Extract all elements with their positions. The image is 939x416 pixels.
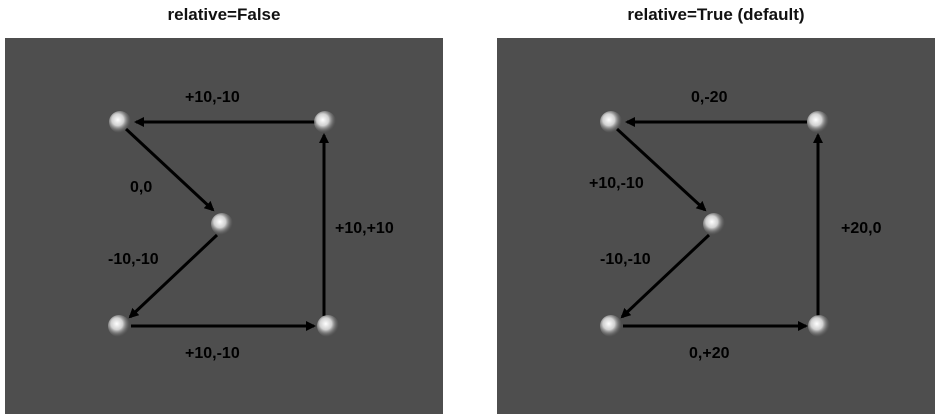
node-middle <box>211 213 233 235</box>
node-top-right <box>807 111 829 133</box>
node-bottom-right <box>317 315 339 337</box>
node-top-left <box>600 111 622 133</box>
arrow-topleft-to-middle <box>615 127 707 212</box>
panel-title-right: relative=True (default) <box>627 5 805 24</box>
panel-title-left: relative=False <box>167 5 281 24</box>
node-bottom-left <box>108 315 130 337</box>
label-top-arrow: 0,-20 <box>691 89 728 106</box>
diagram-canvas-right: 0,-20 +10,-10 -10,-10 0,+20 +20,0 <box>497 38 935 414</box>
label-right-arrow: +10,+10 <box>335 220 394 237</box>
label-diagonal-down-arrow: 0,0 <box>130 179 152 196</box>
label-bottom-arrow: +10,-10 <box>185 345 240 362</box>
arrow-middle-to-bottomleft <box>128 233 219 319</box>
label-bottom-arrow: 0,+20 <box>689 345 730 362</box>
label-diagonal-up-arrow: -10,-10 <box>600 251 651 268</box>
diagram-svg-right: 0,-20 +10,-10 -10,-10 0,+20 +20,0 <box>589 89 882 362</box>
label-diagonal-down-arrow: +10,-10 <box>589 175 644 192</box>
arrow-middle-to-bottomleft <box>620 233 711 319</box>
label-diagonal-up-arrow: -10,-10 <box>108 251 159 268</box>
node-bottom-left <box>600 315 622 337</box>
diagram-svg-left: +10,-10 0,0 -10,-10 +10,-10 +10,+10 <box>108 89 394 362</box>
node-top-right <box>314 111 336 133</box>
arrow-topleft-to-middle <box>124 127 215 212</box>
node-middle <box>703 213 725 235</box>
node-bottom-right <box>808 315 830 337</box>
label-right-arrow: +20,0 <box>841 220 882 237</box>
node-top-left <box>109 111 131 133</box>
diagram-canvas-left: +10,-10 0,0 -10,-10 +10,-10 +10,+10 <box>5 38 443 414</box>
label-top-arrow: +10,-10 <box>185 89 240 106</box>
